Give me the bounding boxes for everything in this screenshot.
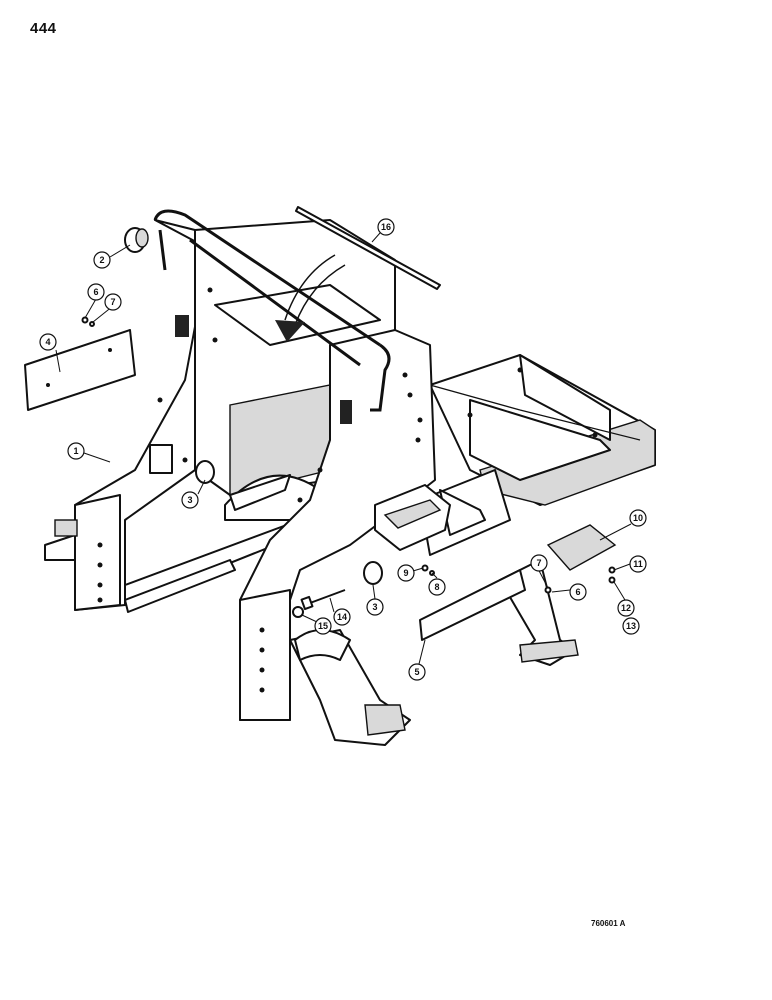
callout-11: 11 — [629, 555, 647, 573]
callout-label: 1 — [73, 446, 78, 456]
callout-label: 9 — [403, 568, 408, 578]
bolt-14 — [300, 589, 346, 611]
callout-label: 13 — [626, 621, 636, 631]
callout-16: 16 — [377, 218, 395, 236]
callout-label: 3 — [372, 602, 377, 612]
callout-4: 4 — [39, 333, 57, 351]
callout-label: 7 — [110, 297, 115, 307]
callout-label: 11 — [633, 559, 643, 569]
callout-label: 15 — [318, 621, 328, 631]
callout-label: 16 — [381, 222, 391, 232]
bushing-3-right — [363, 561, 383, 585]
callout-13: 13 — [622, 617, 640, 635]
callout-label: 14 — [337, 612, 347, 622]
callout-7-left: 7 — [104, 293, 122, 311]
callout-label: 2 — [99, 255, 104, 265]
callout-label: 3 — [187, 495, 192, 505]
callout-3-left: 3 — [181, 491, 199, 509]
hardware-small — [81, 316, 616, 594]
callout-label: 4 — [45, 337, 50, 347]
callout-14: 14 — [333, 608, 351, 626]
callout-label: 8 — [434, 582, 439, 592]
drawing-code: 760601 A — [591, 919, 626, 928]
callout-5: 5 — [408, 663, 426, 681]
callout-label: 6 — [575, 587, 580, 597]
callout-8: 8 — [428, 578, 446, 596]
callout-6-left: 6 — [87, 283, 105, 301]
plate-5 — [419, 569, 526, 641]
right-side-plate — [239, 329, 436, 721]
callout-label: 6 — [93, 287, 98, 297]
plate-4 — [24, 329, 136, 411]
front-leg — [289, 629, 411, 746]
page-number: 444 — [30, 20, 57, 37]
callout-2: 2 — [93, 251, 111, 269]
bushing-2 — [124, 227, 149, 253]
callout-label: 7 — [536, 558, 541, 568]
pad-10 — [546, 524, 617, 571]
callout-6-right: 6 — [569, 583, 587, 601]
callout-label: 12 — [621, 603, 631, 613]
bushing-3-left — [195, 460, 215, 484]
pad-mount — [374, 484, 451, 551]
shim-16 — [295, 206, 441, 290]
callout-12: 12 — [617, 599, 635, 617]
callout-label: 10 — [633, 513, 643, 523]
callout-7-right: 7 — [530, 554, 548, 572]
washer-15 — [292, 606, 304, 618]
callout-1: 1 — [67, 442, 85, 460]
callout-10: 10 — [629, 509, 647, 527]
callout-label: 5 — [414, 667, 419, 677]
callout-9: 9 — [397, 564, 415, 582]
install-arrow — [275, 254, 346, 342]
cross-member — [419, 469, 511, 556]
rear-frame — [429, 354, 656, 506]
top-handles — [153, 209, 391, 412]
callout-15: 15 — [314, 617, 332, 635]
callout-3-right: 3 — [366, 598, 384, 616]
